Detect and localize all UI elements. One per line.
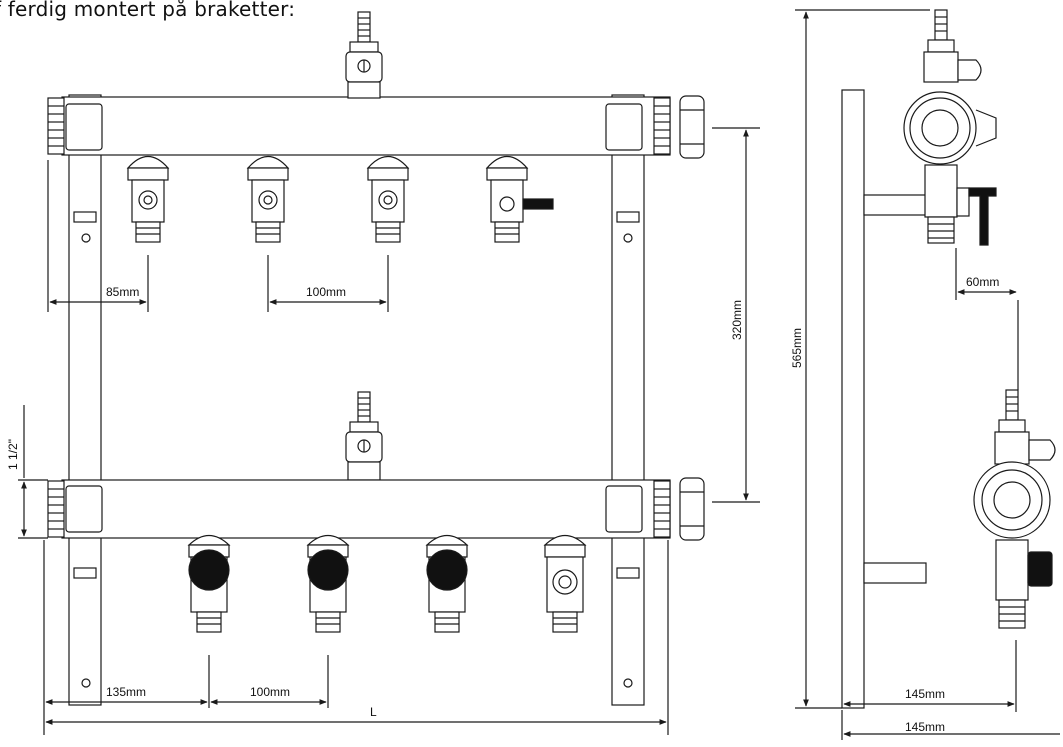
side-view-bracket: [841, 89, 927, 709]
bracket-left: [68, 94, 102, 706]
side-view-return-assembly: [973, 389, 1056, 629]
supply-valve-4: [485, 155, 554, 243]
air-vent-top: [345, 11, 383, 99]
label-side-depth-lower: 145mm: [905, 720, 945, 734]
return-valve-3: [425, 534, 469, 633]
supply-valve-2: [246, 155, 290, 243]
return-valve-2: [306, 534, 350, 633]
bracket-right: [611, 94, 645, 706]
label-total-height: 565mm: [790, 328, 804, 368]
label-pipe-size: 1 1/2": [6, 439, 20, 470]
air-vent-bottom: [345, 391, 383, 481]
supply-manifold-pipe: [47, 95, 705, 159]
return-valve-1: [187, 534, 231, 633]
supply-valve-1: [126, 155, 170, 243]
return-manifold-pipe: [47, 477, 705, 541]
dimension-labels: 85mm 100mm 135mm 100mm L 320mm 1 1/2" 56…: [6, 275, 999, 734]
dimension-lines-front: [18, 127, 760, 735]
label-side-offset: 60mm: [966, 275, 999, 289]
return-valve-4: [543, 534, 587, 633]
caption-text: f ferdig montert på braketter:: [0, 0, 296, 21]
label-total-length: L: [370, 705, 377, 719]
label-vertical-gap: 320mm: [730, 300, 744, 340]
label-side-depth-upper: 145mm: [905, 687, 945, 701]
label-supply-spacing: 85mm: [106, 285, 139, 299]
label-return-pitch: 100mm: [250, 685, 290, 699]
dimension-lines-side: [795, 9, 1060, 740]
side-view-supply-assembly: [903, 9, 997, 246]
label-return-spacing: 135mm: [106, 685, 146, 699]
supply-valve-3: [366, 155, 410, 243]
label-supply-pitch: 100mm: [306, 285, 346, 299]
